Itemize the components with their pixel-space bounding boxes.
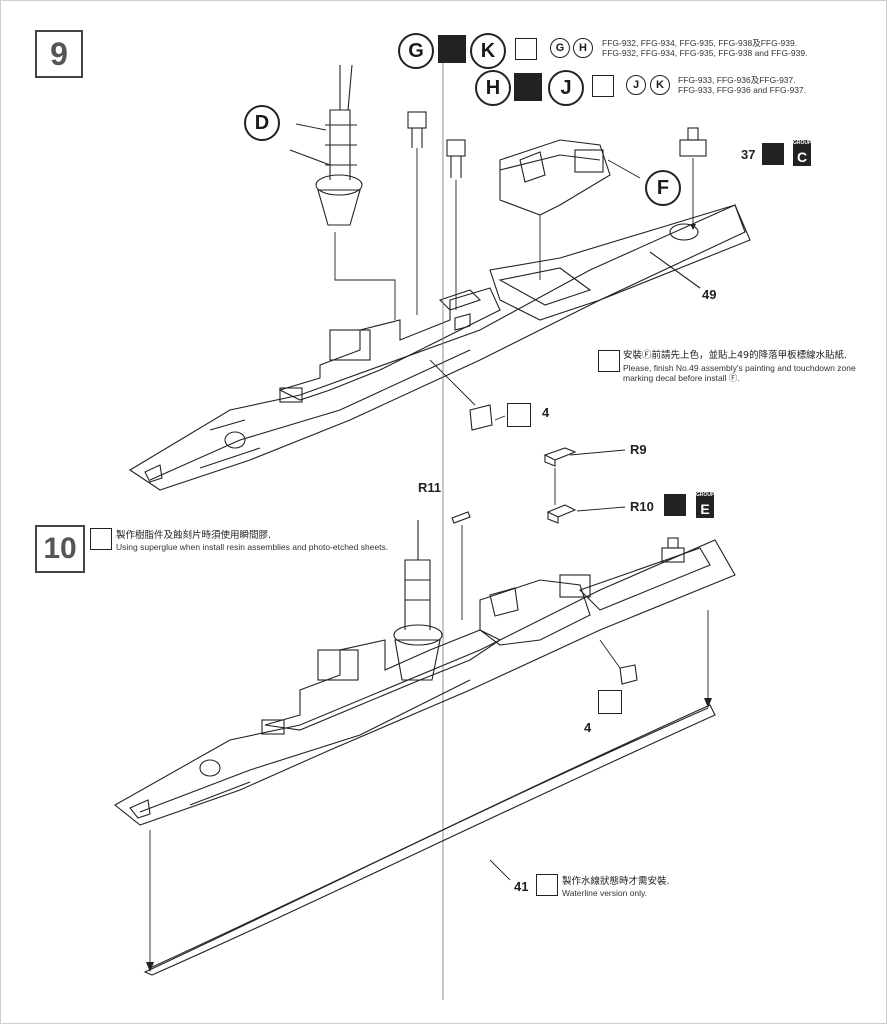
part-41-label: 41: [514, 879, 529, 894]
group-caption: GROUP: [696, 492, 715, 498]
group-caption: GROUP: [793, 140, 812, 146]
marker-K: K: [650, 75, 670, 95]
part-R9-label: R9: [630, 442, 647, 457]
photo-etch-icon: [438, 35, 466, 63]
superglue-icon: [90, 528, 112, 550]
step-9-number: 9: [35, 30, 83, 78]
callout-K: K: [470, 33, 506, 69]
note-cjk-step9: 安裝Ⓕ前請先上色，並貼上49的降落甲板標線水貼紙.: [623, 350, 848, 361]
part-49-label: 49: [702, 287, 717, 302]
part-R11: [451, 511, 471, 524]
marker-J: J: [626, 75, 646, 95]
part-R9: [543, 447, 577, 467]
callout-H: H: [475, 70, 511, 106]
group-letter: C: [796, 149, 808, 165]
waterline-plate-41: [143, 704, 716, 976]
waterline-note-cjk: 製作水線狀態時才需安裝.: [562, 876, 670, 887]
note-en-step9-line1: Please, finish No.49 assembly's painting…: [623, 363, 856, 373]
variant-gh-line-2: FFG-932, FFG-934, FFG-935, FFG-938 and F…: [602, 48, 808, 58]
variant-jk-line-1: FFG-933, FFG-936及FFG-937.: [678, 75, 796, 85]
flight-deck-49: [489, 204, 746, 321]
part-R11-label: R11: [418, 480, 442, 495]
variant-jk-line-2: FFG-933, FFG-936 and FFG-937.: [678, 85, 807, 95]
paint-icon: [598, 350, 620, 372]
paint-icon: [536, 874, 558, 896]
part-4-step10: [619, 664, 638, 685]
superstructure-step9: [278, 287, 501, 403]
callout-G: G: [398, 33, 434, 69]
callout-J: J: [548, 70, 584, 106]
group-letter: E: [700, 501, 710, 517]
callout-F: F: [645, 170, 681, 206]
hangar-F: [499, 139, 611, 216]
mast-D: [289, 64, 363, 226]
hull-step9: [128, 204, 751, 491]
step-10-number: 10: [35, 525, 85, 573]
superstructure-step10: [261, 520, 711, 735]
photo-etch-icon: [762, 143, 784, 165]
group-E-badge: GROUP E: [696, 492, 714, 518]
photo-etch-icon: [664, 494, 686, 516]
note-cjk-step10: 製作樹脂件及蝕刻片時須使用瞬間膠.: [116, 530, 272, 541]
part-4-label-step9: 4: [542, 405, 550, 420]
photo-etch-icon: [514, 73, 542, 101]
part-G-assembly: [407, 111, 427, 148]
variant-gh-line-1: FFG-932, FFG-934, FFG-935, FFG-938及FFG-9…: [602, 38, 798, 48]
align-parts-icon: [507, 403, 531, 427]
part-R10: [546, 504, 577, 524]
part-37-gun: [679, 127, 707, 157]
part-4-label-step10: 4: [584, 720, 592, 735]
note-en-step10: Using superglue when install resin assem…: [116, 542, 389, 552]
part-R10-label: R10: [630, 499, 654, 514]
note-en-step9-line2: marking decal before install Ⓕ.: [623, 373, 740, 383]
marker-G: G: [550, 38, 570, 58]
hull-step10: [114, 539, 736, 826]
group-C-badge: GROUP C: [793, 140, 811, 166]
waterline-note-en: Waterline version only.: [562, 888, 648, 898]
marker-H: H: [573, 38, 593, 58]
callout-D: D: [244, 105, 280, 141]
part-4-step9: [469, 404, 493, 431]
part-H-assembly: [446, 139, 466, 178]
paint-icon: [515, 38, 537, 60]
part-37-label: 37: [741, 147, 756, 162]
paint-icon: [592, 75, 614, 97]
align-parts-icon: [598, 690, 622, 714]
